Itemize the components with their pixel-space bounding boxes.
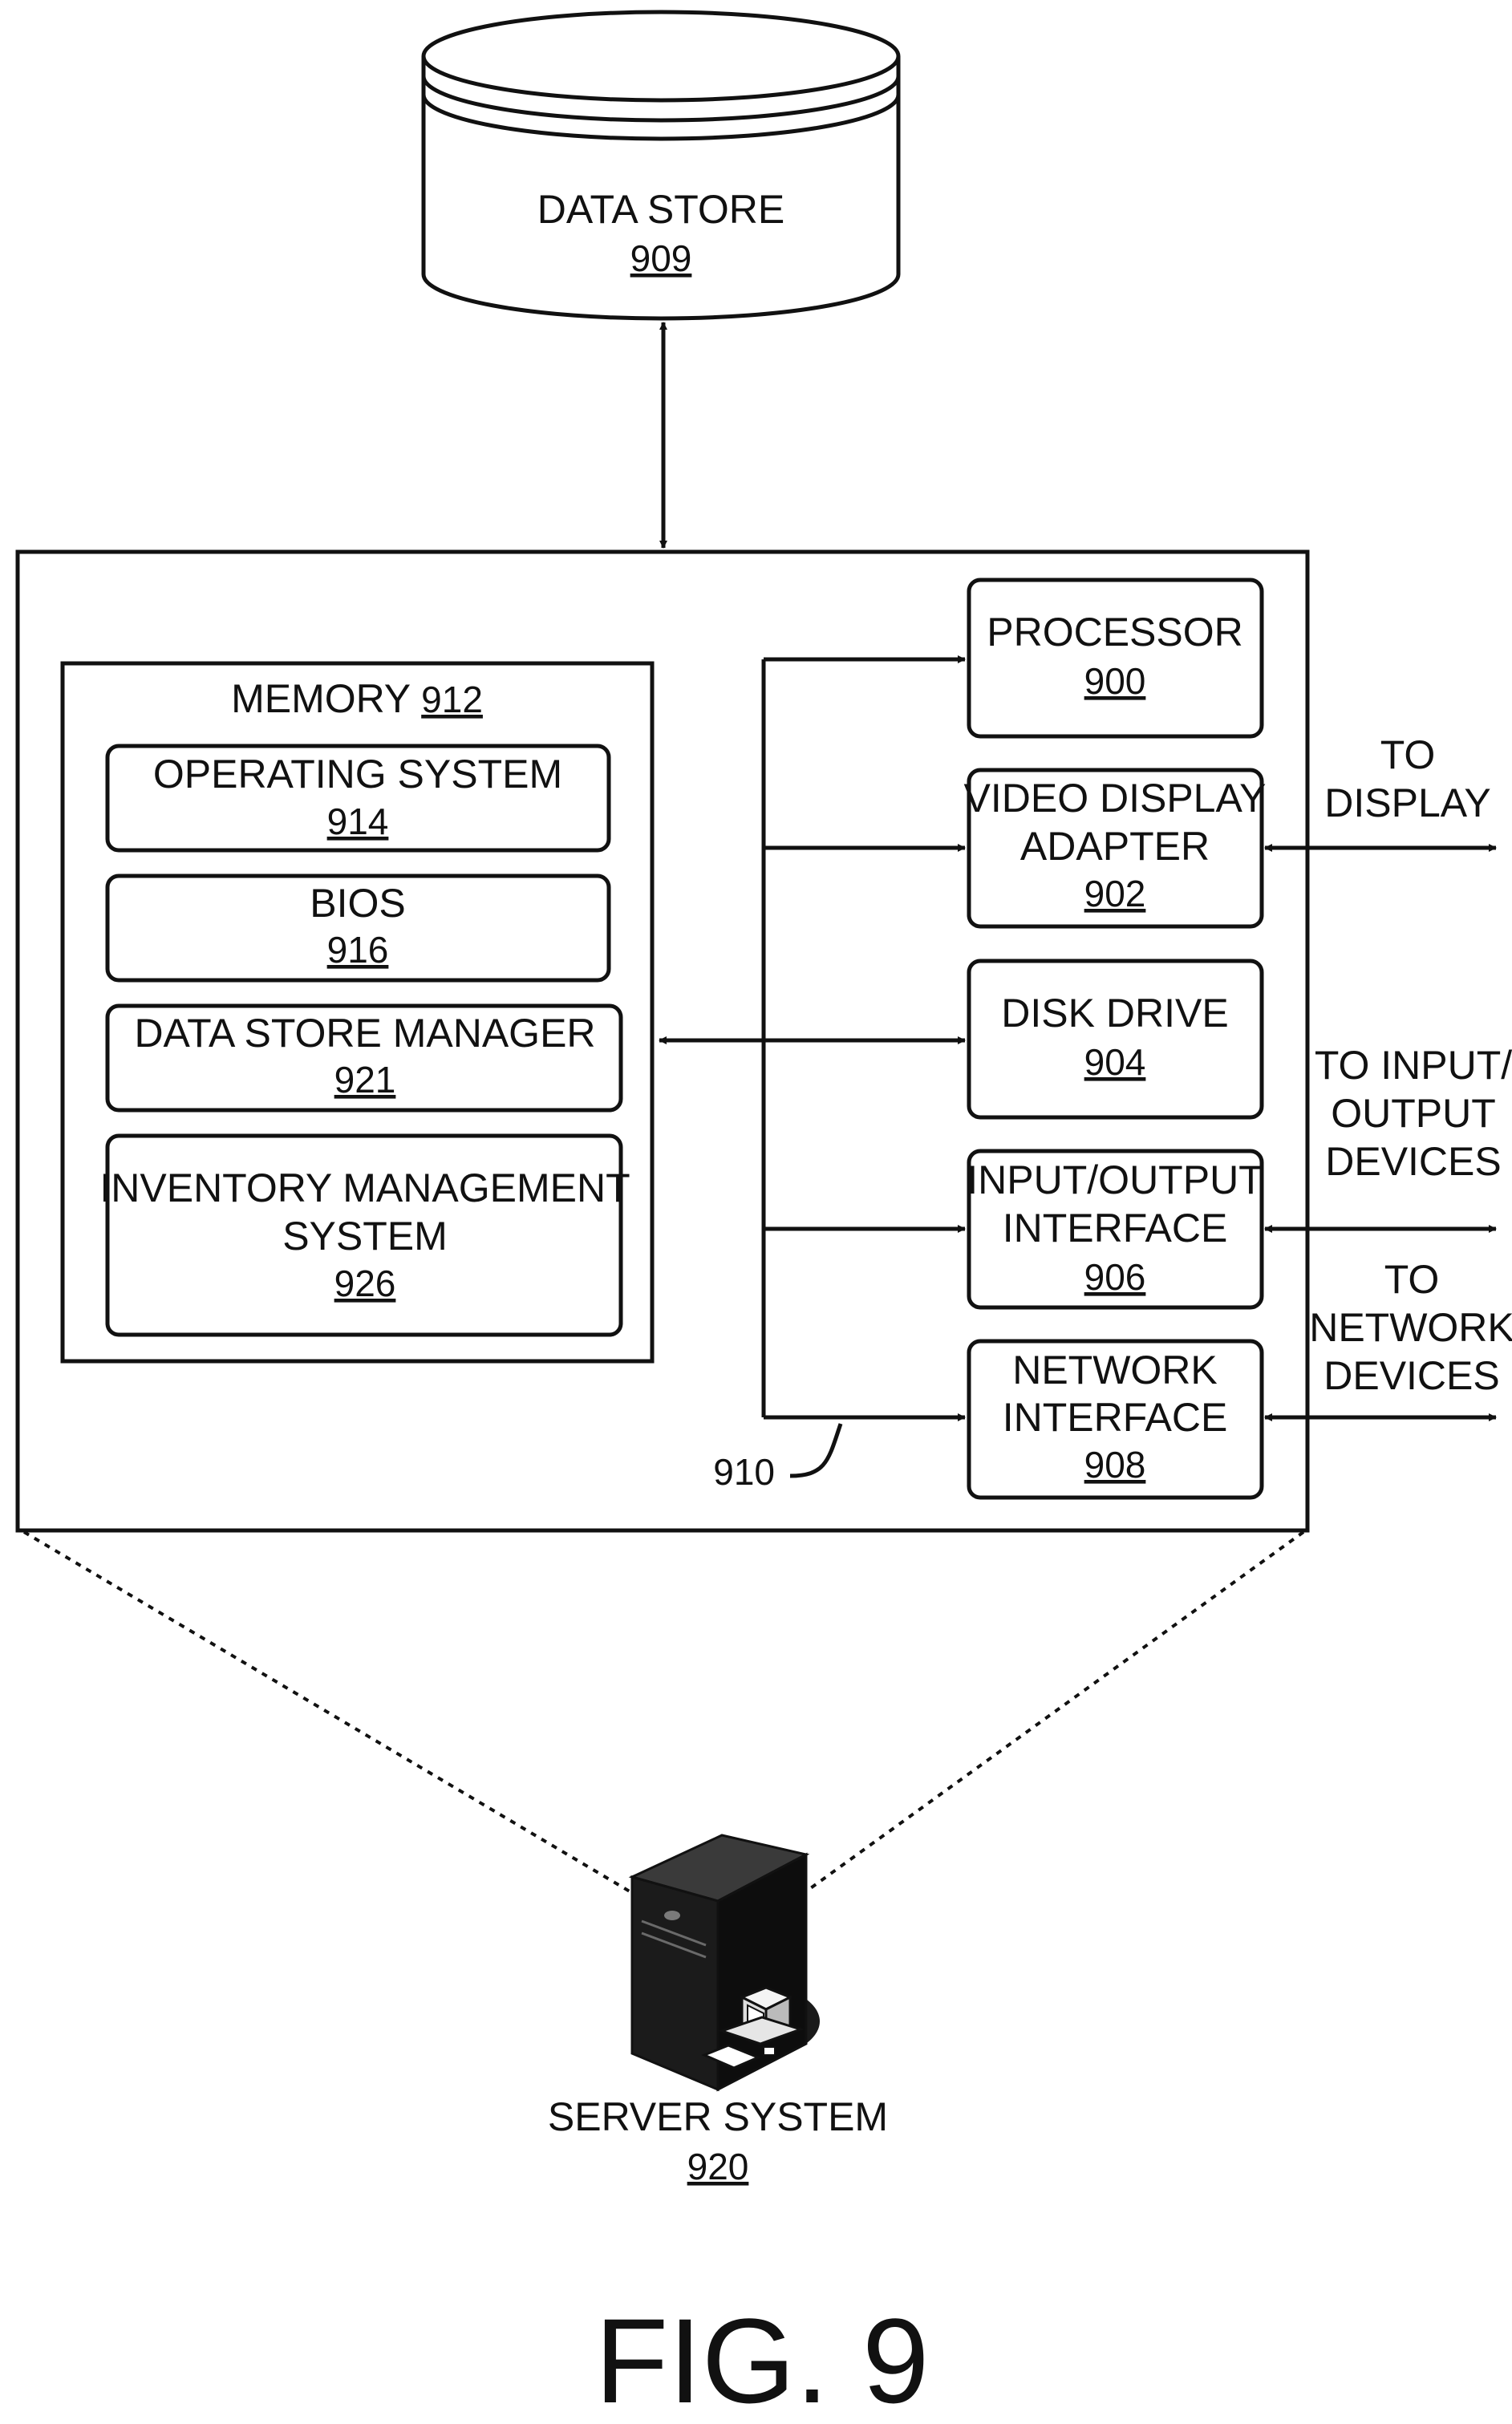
figure-label: FIG. 9 <box>595 2293 930 2424</box>
svg-text:OUTPUT: OUTPUT <box>1331 1091 1496 1136</box>
to-display-label: TO DISPLAY <box>1324 732 1491 825</box>
video-display-adapter-line1: VIDEO DISPLAY <box>964 776 1267 821</box>
inventory-management-line1: INVENTORY MANAGEMENT <box>99 1165 630 1210</box>
io-interface-box: INPUT/OUTPUT INTERFACE 906 <box>967 1151 1263 1307</box>
svg-text:MEMORY 912: MEMORY 912 <box>231 676 483 721</box>
disk-drive-number: 904 <box>1084 1041 1146 1083</box>
memory-number: 912 <box>421 679 483 720</box>
svg-text:DEVICES: DEVICES <box>1324 1353 1500 1398</box>
svg-text:DEVICES: DEVICES <box>1325 1139 1502 1184</box>
processor-box: PROCESSOR 900 <box>969 580 1262 736</box>
bios-title: BIOS <box>310 881 405 926</box>
bios-box: BIOS 916 <box>107 876 609 980</box>
inventory-management-number: 926 <box>334 1263 396 1304</box>
processor-title: PROCESSOR <box>987 610 1243 655</box>
bios-number: 916 <box>327 929 389 971</box>
operating-system-number: 914 <box>327 801 389 842</box>
data-store-manager-box: DATA STORE MANAGER 921 <box>107 1006 621 1110</box>
data-store-title: DATA STORE <box>537 187 784 232</box>
projection-line-right <box>806 1532 1303 1891</box>
video-display-adapter-box: VIDEO DISPLAY ADAPTER 902 <box>964 770 1267 926</box>
operating-system-title: OPERATING SYSTEM <box>153 752 562 797</box>
svg-text:TO INPUT/: TO INPUT/ <box>1315 1043 1512 1088</box>
io-interface-line2: INTERFACE <box>1003 1206 1228 1251</box>
memory-title: MEMORY <box>231 676 411 721</box>
projection-line-left <box>24 1532 630 1891</box>
data-store: DATA STORE 909 <box>424 12 898 318</box>
to-network-devices-label: TO NETWORK DEVICES <box>1309 1257 1512 1398</box>
disk-drive-box: DISK DRIVE 904 <box>969 961 1262 1117</box>
svg-text:TO: TO <box>1380 732 1436 777</box>
server-tower-icon <box>632 1835 820 2090</box>
io-interface-line1: INPUT/OUTPUT <box>967 1157 1263 1202</box>
data-store-number: 909 <box>630 237 692 279</box>
svg-text:DISPLAY: DISPLAY <box>1324 780 1491 825</box>
data-store-manager-title: DATA STORE MANAGER <box>134 1011 595 1056</box>
disk-drive-title: DISK DRIVE <box>1001 991 1228 1036</box>
inventory-management-line2: SYSTEM <box>282 1214 448 1259</box>
data-store-manager-number: 921 <box>334 1059 396 1101</box>
bus-number: 910 <box>713 1451 775 1493</box>
to-io-devices-label: TO INPUT/ OUTPUT DEVICES <box>1315 1043 1512 1184</box>
network-interface-line2: INTERFACE <box>1003 1395 1228 1440</box>
network-interface-box: NETWORK INTERFACE 908 <box>969 1341 1262 1498</box>
video-display-adapter-line2: ADAPTER <box>1020 824 1210 869</box>
network-interface-number: 908 <box>1084 1444 1146 1486</box>
network-interface-line1: NETWORK <box>1012 1348 1218 1392</box>
io-interface-number: 906 <box>1084 1256 1146 1298</box>
server-system-number: 920 <box>687 2146 749 2187</box>
svg-text:NETWORK: NETWORK <box>1309 1305 1512 1350</box>
svg-text:TO: TO <box>1384 1257 1440 1302</box>
server-system-title: SERVER SYSTEM <box>548 2094 888 2139</box>
processor-number: 900 <box>1084 660 1146 702</box>
video-display-adapter-number: 902 <box>1084 873 1146 914</box>
inventory-management-system-box: INVENTORY MANAGEMENT SYSTEM 926 <box>99 1136 630 1335</box>
operating-system-box: OPERATING SYSTEM 914 <box>107 746 609 850</box>
